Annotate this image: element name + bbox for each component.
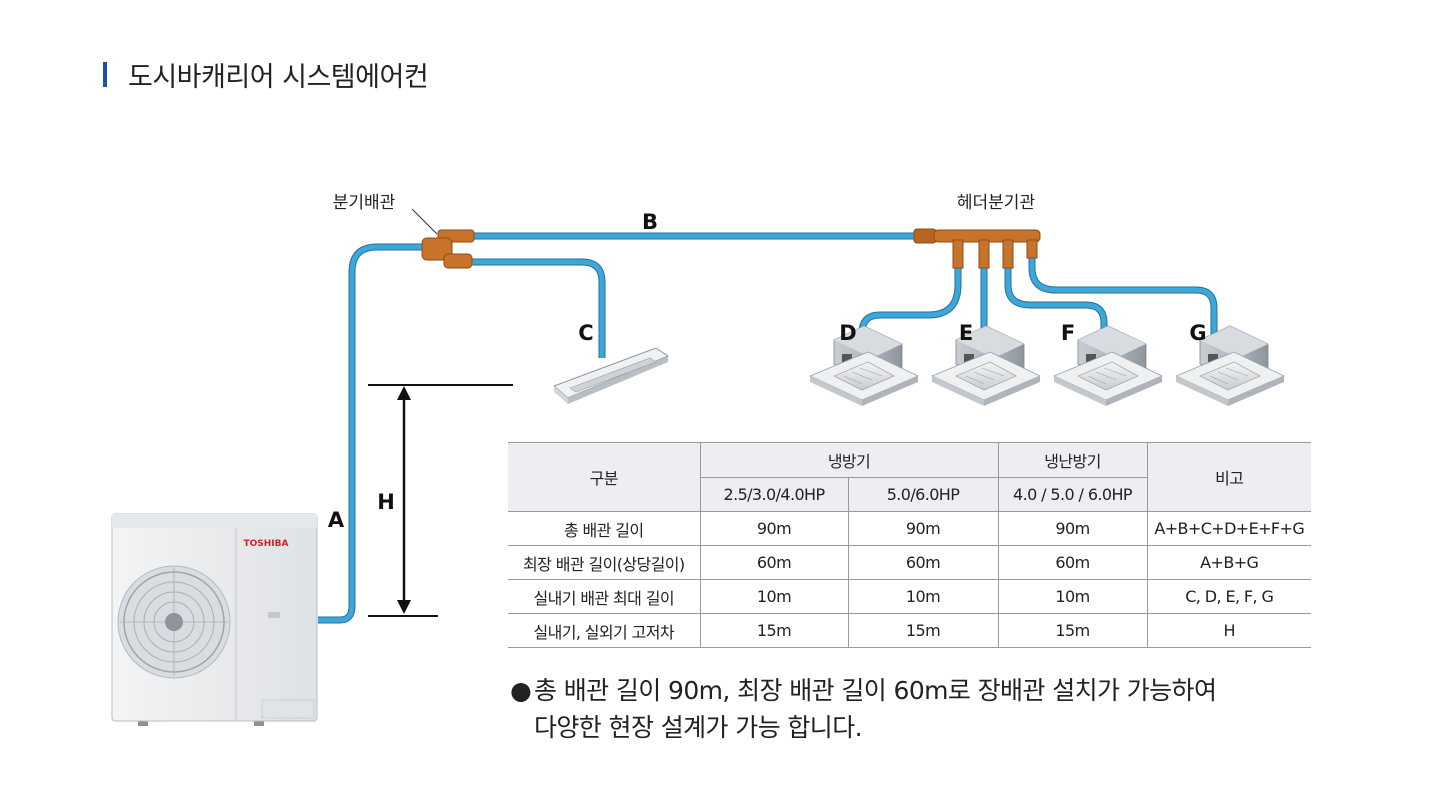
branch-pipe-fitting	[411, 208, 475, 269]
row-value: 60m	[699, 545, 848, 580]
row-value: 15m	[847, 613, 998, 648]
header-cooling-sub-1: 2.5/3.0/4.0HP	[699, 477, 848, 512]
row-label: 총 배관 길이	[508, 511, 700, 546]
row-value: 90m	[699, 511, 848, 546]
table-row: 최장 배관 길이(상당길이) 60m 60m 60m A+B+G	[508, 545, 1311, 580]
row-note: A+B+C+D+E+F+G	[1146, 511, 1311, 546]
table-row: 실내기, 실외기 고저차 15m 15m 15m H	[508, 613, 1311, 648]
segment-label-G: G	[1189, 321, 1206, 345]
outdoor-unit: TOSHIBA	[111, 513, 318, 726]
indoor-unit-D	[809, 325, 919, 407]
header-pipe-fitting	[913, 228, 1041, 269]
height-label: H	[377, 490, 395, 514]
segment-label-D: D	[839, 321, 856, 345]
summary-note-text-2: 다양한 현장 설계가 가능 합니다.	[534, 713, 863, 742]
segment-label-E: E	[959, 321, 973, 345]
header-heatpump-sub: 4.0 / 5.0 / 6.0HP	[997, 477, 1147, 512]
header-heatpump: 냉난방기	[997, 442, 1147, 478]
row-label: 실내기 배관 최대 길이	[508, 579, 700, 614]
row-value: 60m	[997, 545, 1147, 580]
outdoor-unit-brand: TOSHIBA	[244, 539, 289, 549]
row-label: 실내기, 실외기 고저차	[508, 613, 700, 648]
header-category: 구분	[508, 442, 700, 512]
segment-label-B: B	[642, 210, 658, 234]
row-value: 15m	[997, 613, 1147, 648]
row-note: H	[1146, 613, 1311, 648]
row-value: 60m	[847, 545, 998, 580]
header-remarks: 비고	[1146, 442, 1311, 512]
row-value: 90m	[847, 511, 998, 546]
summary-note-line-1: ●총 배관 길이 90m, 최장 배관 길이 60m로 장배관 설치가 가능하여	[510, 672, 1217, 709]
row-value: 90m	[997, 511, 1147, 546]
row-value: 10m	[997, 579, 1147, 614]
bullet-icon: ●	[510, 676, 532, 705]
row-label: 최장 배관 길이(상당길이)	[508, 545, 700, 580]
branch-pipe-label: 분기배관	[333, 193, 396, 213]
row-value: 10m	[847, 579, 998, 614]
row-note: A+B+G	[1146, 545, 1311, 580]
pipe-spec-table: 구분 냉방기 냉난방기 비고 2.5/3.0/4.0HP 5.0/6.0HP 4…	[508, 442, 1311, 648]
header-cooling: 냉방기	[699, 442, 998, 478]
summary-note-text-1: 총 배관 길이 90m, 최장 배관 길이 60m로 장배관 설치가 가능하여	[534, 676, 1217, 705]
table-row: 실내기 배관 최대 길이 10m 10m 10m C, D, E, F, G	[508, 579, 1311, 614]
row-value: 15m	[699, 613, 848, 648]
pipe-A	[318, 243, 440, 624]
title-accent-bar	[103, 62, 107, 87]
summary-note: ●총 배관 길이 90m, 최장 배관 길이 60m로 장배관 설치가 가능하여…	[510, 672, 1217, 746]
indoor-unit-C	[553, 347, 670, 404]
header-pipe-label: 헤더분기관	[957, 193, 1035, 213]
segment-label-A: A	[328, 508, 345, 532]
table-row: 총 배관 길이 90m 90m 90m A+B+C+D+E+F+G	[508, 511, 1311, 546]
segment-label-F: F	[1061, 321, 1075, 345]
pipes-D-G	[858, 252, 1218, 352]
segment-label-C: C	[578, 321, 593, 345]
header-cooling-sub-2: 5.0/6.0HP	[847, 477, 998, 512]
page-title: 도시바캐리어 시스템에어컨	[128, 62, 429, 93]
row-value: 10m	[699, 579, 848, 614]
row-note: C, D, E, F, G	[1146, 579, 1311, 614]
height-indicator	[368, 384, 513, 617]
indoor-unit-E	[931, 325, 1041, 407]
